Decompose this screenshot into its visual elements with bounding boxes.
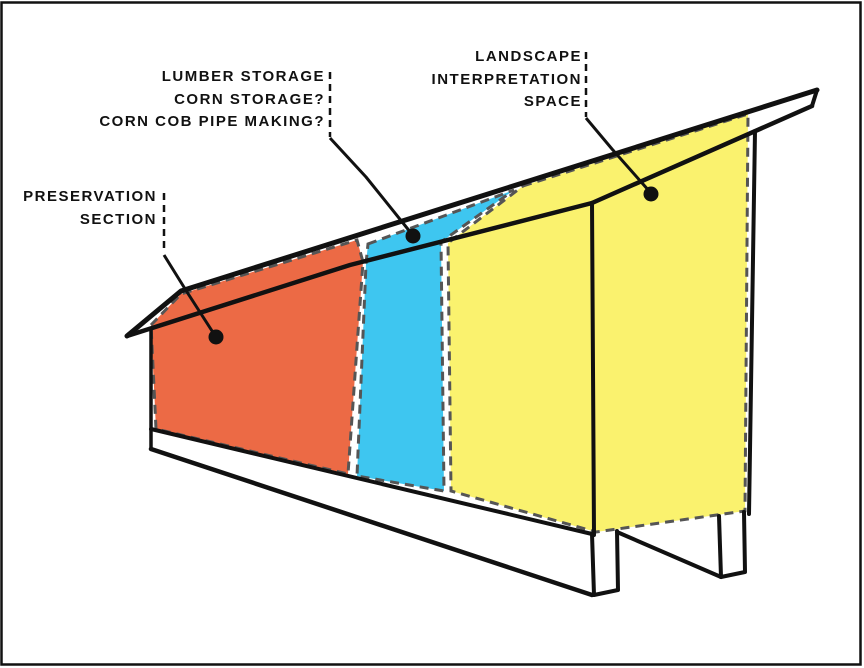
preservation-zone-shape bbox=[149, 238, 365, 476]
back-leg bbox=[717, 510, 747, 579]
preservation-leader-line bbox=[162, 254, 216, 335]
storage-leader-dot bbox=[405, 228, 421, 244]
lumber-storage-label: LUMBER STORAGE CORN STORAGE? CORN COB PI… bbox=[99, 66, 325, 134]
roof-end-cap bbox=[810, 88, 819, 108]
back-corner-edge bbox=[747, 129, 757, 516]
front-corner-edge bbox=[590, 201, 596, 537]
roof-top-edge bbox=[124, 87, 820, 339]
zone-outlines-group bbox=[149, 111, 750, 534]
foundation-band-bottom bbox=[148, 446, 595, 598]
foundation-band-top bbox=[149, 427, 594, 536]
landscape-space-label: LANDSCAPE INTERPRETATION SPACE bbox=[432, 46, 582, 114]
landscape-leader-line bbox=[584, 117, 652, 193]
label-line: PRESERVATION bbox=[23, 188, 157, 205]
landscape-zone-shape bbox=[446, 111, 750, 534]
front-leg bbox=[590, 529, 620, 597]
label-line: INTERPRETATION bbox=[431, 70, 582, 88]
label-line: LUMBER STORAGE bbox=[161, 68, 325, 85]
label-ticks-group bbox=[162, 52, 588, 253]
leader-dots-group bbox=[208, 186, 659, 345]
storage-zone-shape bbox=[355, 188, 515, 493]
preservation-section-label: PRESERVATION SECTION bbox=[23, 186, 157, 231]
label-line: SPACE bbox=[523, 93, 582, 110]
label-line: LANDSCAPE bbox=[475, 48, 582, 65]
label-line: CORN STORAGE? bbox=[174, 90, 325, 108]
landscape-leader-dot bbox=[643, 186, 659, 202]
side-bottom-rail bbox=[615, 530, 723, 579]
label-line: SECTION bbox=[79, 210, 157, 228]
storage-leader-line bbox=[328, 136, 413, 234]
preservation-leader-dot bbox=[208, 329, 224, 345]
shed-linework-group bbox=[124, 87, 820, 598]
label-line: CORN COB PIPE MAKING? bbox=[99, 113, 325, 130]
leader-lines-group bbox=[162, 117, 652, 335]
roof-bottom-edge-right bbox=[589, 103, 815, 206]
